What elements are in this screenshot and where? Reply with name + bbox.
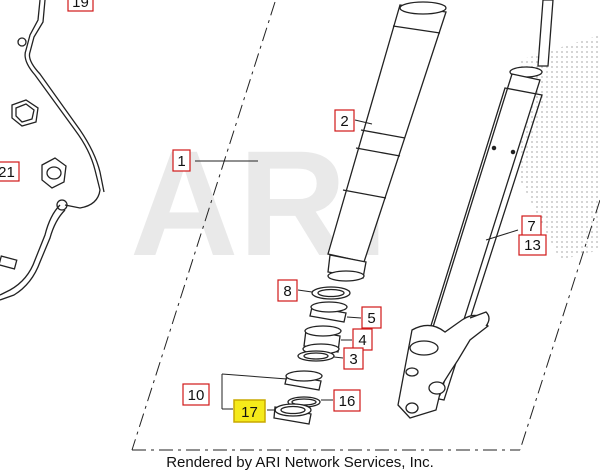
inner-fork-tube: [327, 1, 447, 282]
callout-19-label: 19: [72, 0, 89, 11]
seal-stack: [273, 286, 351, 425]
callout-21[interactable]: 21: [0, 161, 20, 182]
callout-19[interactable]: 19: [67, 0, 94, 12]
footer-credit: Rendered by ARI Network Services, Inc.: [166, 454, 434, 471]
brake-hose-assembly: [0, 0, 105, 301]
callout-2-label: 2: [340, 113, 348, 130]
part-17-dust-seal: [273, 403, 312, 425]
dotted-logo-watermark: [520, 35, 600, 260]
callout-4-label: 4: [358, 332, 366, 349]
callout-3-label: 3: [349, 351, 357, 368]
part-5-seal: [309, 301, 348, 323]
part-10-seal: [284, 370, 323, 391]
callout-16-label: 16: [339, 393, 356, 410]
callout-3[interactable]: 3: [343, 347, 364, 370]
part-4-bushing: [302, 325, 342, 355]
part-3-washer: [297, 350, 335, 362]
callout-13-label: 13: [524, 237, 541, 254]
callout-10-label: 10: [188, 387, 205, 404]
callout-1[interactable]: 1: [172, 149, 191, 172]
assembly-boundary: [131, 1, 600, 451]
callout-4[interactable]: 4: [352, 328, 373, 351]
callout-21-label: 21: [0, 164, 15, 181]
callout-16[interactable]: 16: [333, 389, 361, 412]
callout-8[interactable]: 8: [277, 279, 298, 302]
callout-7[interactable]: 7: [521, 215, 542, 237]
callout-2[interactable]: 2: [334, 109, 355, 132]
callout-17[interactable]: 17: [233, 399, 266, 423]
callout-17-label: 17: [241, 404, 258, 421]
callout-7-label: 7: [527, 218, 535, 235]
outer-fork-slider: [397, 0, 554, 419]
part-8-ring: [311, 286, 351, 300]
callout-1-label: 1: [177, 153, 185, 170]
callout-5[interactable]: 5: [361, 306, 382, 329]
callout-13[interactable]: 13: [518, 234, 547, 256]
leader-lines: [195, 119, 519, 411]
callout-10[interactable]: 10: [182, 383, 210, 406]
callout-8-label: 8: [283, 283, 291, 300]
callout-5-label: 5: [367, 310, 375, 327]
